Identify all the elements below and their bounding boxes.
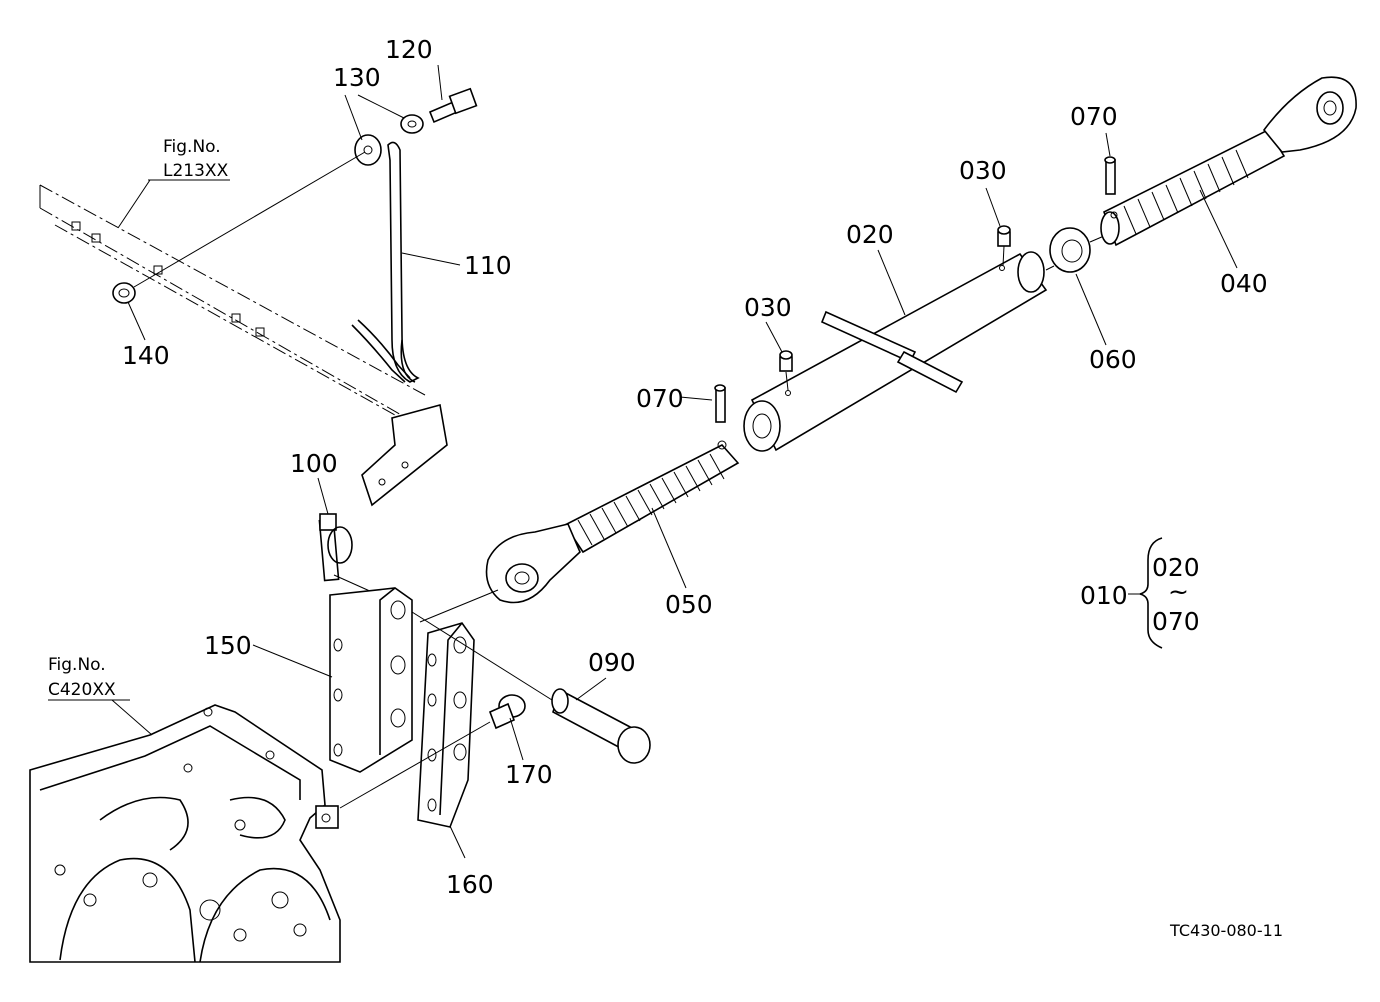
pin-090 — [551, 688, 651, 764]
callout-130: 130 — [333, 63, 381, 92]
assembly-range-to: 070 — [1152, 607, 1200, 636]
callout-170: 170 — [505, 760, 553, 789]
pin-100 — [318, 513, 353, 582]
bracket-150 — [329, 587, 413, 773]
callout-030-left: 030 — [744, 293, 792, 322]
callout-140: 140 — [122, 341, 170, 370]
nut-140 — [112, 282, 136, 304]
assembly-range-tilde: ~ — [1168, 577, 1189, 606]
assembly-bracket — [1128, 537, 1163, 649]
rod-110 — [351, 141, 420, 383]
callout-090: 090 — [588, 648, 636, 677]
callout-030-right: 030 — [959, 156, 1007, 185]
callout-120: 120 — [385, 35, 433, 64]
fitting-030-left — [779, 350, 793, 391]
bolt-120 — [428, 87, 478, 124]
end-050 — [485, 440, 740, 604]
drawing-code: TC430-080-11 — [1169, 921, 1283, 940]
assembly-range-from: 020 — [1152, 553, 1200, 582]
fig-ref-top-label: Fig.No. — [163, 137, 221, 157]
fig-ref-top-code: L213XX — [163, 161, 229, 181]
callout-150: 150 — [204, 631, 252, 660]
pin-070-lower — [714, 384, 726, 423]
callout-070-lower: 070 — [636, 384, 684, 413]
callout-040: 040 — [1220, 269, 1268, 298]
end-040 — [1100, 76, 1357, 247]
callout-060: 060 — [1089, 345, 1137, 374]
callout-020: 020 — [846, 220, 894, 249]
callout-010: 010 — [1080, 581, 1128, 610]
figure-ref-bottom: Fig.No. C420XX — [48, 655, 116, 700]
callout-110: 110 — [464, 251, 512, 280]
transmission-housing — [29, 704, 341, 963]
fitting-030-right — [997, 225, 1011, 267]
fig-ref-bottom-code: C420XX — [48, 680, 116, 700]
pin-070-upper — [1104, 156, 1116, 195]
bolt-170 — [488, 694, 526, 730]
leader-lines — [48, 64, 1238, 859]
washer-130 — [354, 114, 424, 166]
tube-020 — [743, 251, 1048, 452]
callout-160: 160 — [446, 870, 494, 899]
frame-rail — [39, 184, 448, 507]
fig-ref-bottom-label: Fig.No. — [48, 655, 106, 675]
callout-070-upper: 070 — [1070, 102, 1118, 131]
callout-050: 050 — [665, 590, 713, 619]
plate-160 — [417, 622, 475, 828]
figure-ref-top: Fig.No. L213XX — [163, 137, 229, 181]
callout-100: 100 — [290, 449, 338, 478]
nut-060 — [1049, 227, 1091, 273]
